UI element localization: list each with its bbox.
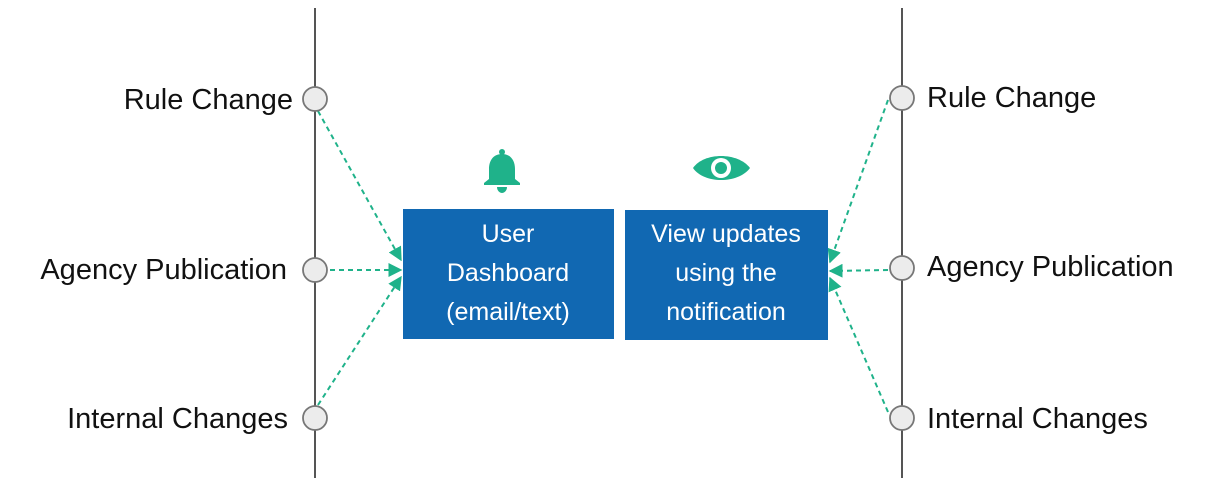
right-node-internal-changes <box>889 405 915 431</box>
right-label-rule-change: Rule Change <box>927 82 1096 114</box>
left-label-agency-publication: Agency Publication <box>40 254 287 286</box>
right-node-agency-publication <box>889 255 915 281</box>
right-label-internal-changes: Internal Changes <box>927 403 1148 435</box>
eye-icon <box>693 156 750 180</box>
view-updates-box-line-1: View updates <box>651 220 801 248</box>
left-node-rule-change <box>302 86 328 112</box>
dashboard-box-line-1: User <box>482 220 535 248</box>
left-label-rule-change: Rule Change <box>124 84 293 116</box>
right-label-agency-publication: Agency Publication <box>927 251 1174 283</box>
connector-left-internal-changes <box>317 275 402 406</box>
dashboard-box-line-2: Dashboard <box>447 259 569 287</box>
bell-icon <box>484 149 520 193</box>
connector-right-rule-change <box>827 99 889 264</box>
left-label-internal-changes: Internal Changes <box>67 403 288 435</box>
right-node-rule-change <box>889 85 915 111</box>
connector-right-internal-changes <box>828 276 889 413</box>
view-updates-box <box>625 210 828 340</box>
dashboard-box-line-3: (email/text) <box>446 298 570 326</box>
left-node-agency-publication <box>302 257 328 283</box>
dashboard-box <box>403 209 614 339</box>
connector-left-rule-change <box>317 110 402 262</box>
view-updates-box-line-3: notification <box>666 298 786 326</box>
connector-right-agency-publication <box>828 263 889 278</box>
view-updates-box-line-2: using the <box>675 259 776 287</box>
left-node-internal-changes <box>302 405 328 431</box>
